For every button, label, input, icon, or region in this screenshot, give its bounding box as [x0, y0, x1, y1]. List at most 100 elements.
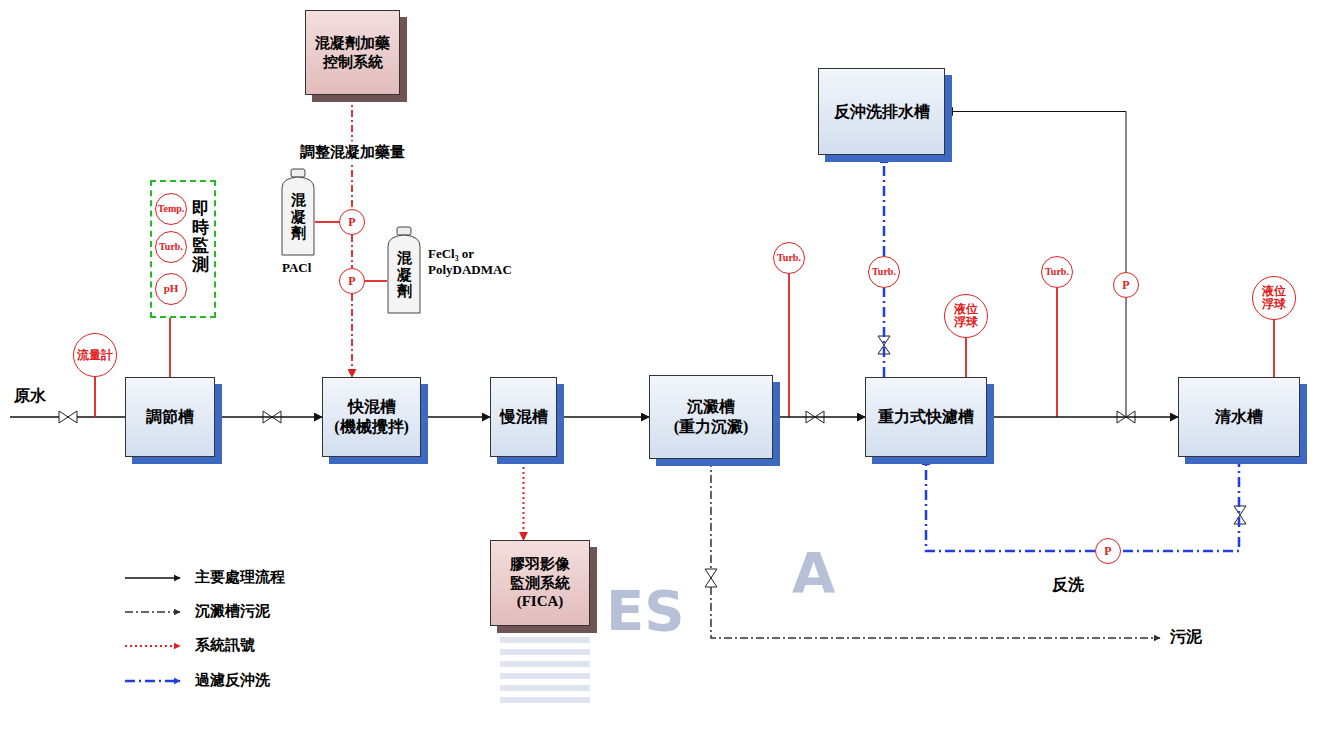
node-label: 重力式快濾槽 — [878, 407, 974, 427]
legend-text: 系統訊號 — [195, 636, 255, 655]
instrument-circle: P — [339, 268, 365, 294]
watermark-text: ES — [606, 578, 685, 643]
instrument-tag: 液位浮球 — [1261, 285, 1287, 310]
tank-cap — [397, 227, 411, 235]
flow-connector — [169, 318, 171, 377]
watermark-stripe — [500, 637, 590, 643]
instrument-tag: Turb. — [159, 242, 183, 253]
flow-connector — [215, 416, 322, 418]
node-label: 混凝劑 — [397, 250, 412, 300]
sensor-stem — [94, 377, 96, 417]
instrument-tag: P — [348, 275, 355, 288]
instrument-circle: Turb. — [773, 242, 805, 274]
flow-connector — [1121, 457, 1239, 551]
node-label: 慢混槽 — [500, 407, 548, 427]
pump-line — [1126, 298, 1127, 417]
instrument-circle: pH — [155, 273, 187, 305]
legend-sample — [125, 577, 180, 579]
watermark-stripe — [500, 685, 590, 691]
process-box: 反沖洗排水槽 — [818, 68, 945, 155]
process-box: 重力式快濾槽 — [865, 377, 987, 457]
flow-connector — [421, 416, 490, 418]
node-label: 清水槽 — [1215, 407, 1263, 427]
system-box: 膠羽影像監測系統 (FICA) — [490, 540, 590, 626]
text-label: 原水 — [14, 386, 46, 407]
valve-symbol — [59, 411, 77, 423]
flow-connector — [1273, 320, 1275, 377]
sludge-line — [711, 459, 1160, 638]
instrument-tag: Temp. — [158, 204, 185, 215]
instrument-tag: Turb. — [872, 267, 896, 278]
flow-connector — [315, 221, 339, 223]
flow-connector — [945, 112, 1126, 273]
process-box: 慢混槽 — [490, 377, 557, 457]
instrument-circle: P — [1095, 538, 1121, 564]
legend-text: 沉澱槽污泥 — [195, 602, 270, 621]
sensor-stem — [1056, 288, 1058, 417]
instrument-tag: 液位浮球 — [953, 303, 979, 328]
watermark-stripe — [500, 649, 590, 655]
instrument-tag: 流量計 — [77, 349, 113, 362]
node-label: 沉澱槽 (重力沉澱) — [656, 397, 766, 437]
instrument-tag: P — [1122, 279, 1129, 292]
instrument-circle: P — [1113, 272, 1139, 298]
legend-sample — [125, 680, 180, 683]
valve-symbol — [705, 569, 717, 587]
tank-cap — [291, 169, 305, 177]
flow-connector — [987, 416, 1178, 418]
node-label: 調節槽 — [146, 407, 194, 427]
node-label: 即時監測 — [192, 200, 209, 275]
node-label: 膠羽影像監測系統 (FICA) — [508, 555, 572, 611]
instrument-circle: 液位浮球 — [944, 294, 988, 338]
legend-text: 主要處理流程 — [195, 568, 285, 587]
process-box: 快混槽 (機械攪拌) — [322, 377, 421, 457]
chemical-tank: 混凝劑 — [281, 168, 315, 256]
instrument-circle: Turb. — [1041, 256, 1073, 288]
process-box: 沉澱槽 (重力沉澱) — [649, 375, 773, 459]
watermark-stripe — [500, 673, 590, 679]
flow-connector — [965, 338, 967, 377]
node-label: 混凝劑 — [291, 192, 306, 242]
flow-connector — [365, 280, 387, 282]
flow-connector — [883, 288, 886, 377]
valve-body — [705, 569, 717, 587]
edge-label: 調整混凝加藥量 — [297, 142, 408, 163]
instrument-circle: Turb. — [868, 256, 900, 288]
text-label: PACl — [282, 260, 311, 276]
process-box: 調節槽 — [125, 377, 215, 457]
node-label: 反沖洗排水槽 — [834, 102, 930, 122]
instrument-circle: 流量計 — [73, 333, 117, 377]
instrument-circle: Temp. — [155, 193, 187, 225]
instrument-tag: pH — [164, 283, 179, 295]
instrument-circle: Turb. — [155, 231, 187, 263]
node-label: 混凝劑加藥控制系統 — [313, 34, 393, 72]
process-box: 清水槽 — [1178, 377, 1300, 457]
legend-sample — [125, 645, 180, 647]
monitor-group: 即時監測 Temp. Turb. pH — [150, 180, 216, 318]
text-label: 污泥 — [1170, 627, 1202, 648]
flow-connector — [557, 416, 649, 418]
valve-body — [59, 411, 77, 423]
flow-connector — [883, 155, 886, 256]
node-label: 快混槽 (機械攪拌) — [329, 397, 414, 437]
legend-sample — [125, 611, 180, 613]
flow-connector — [926, 457, 1095, 551]
system-box: 混凝劑加藥控制系統 — [305, 10, 400, 95]
watermark-text: A — [792, 540, 835, 605]
flow-connector — [773, 416, 865, 418]
flow-connector — [351, 235, 353, 268]
flow-connector — [523, 457, 525, 540]
tank-body — [388, 235, 420, 313]
instrument-tag: P — [348, 216, 355, 229]
instrument-tag: Turb. — [1045, 267, 1069, 278]
text-label: 反洗 — [1052, 575, 1084, 596]
sensor-stem — [788, 274, 790, 417]
instrument-circle: 液位浮球 — [1252, 276, 1296, 320]
flow-connector — [351, 294, 353, 377]
legend-text: 過濾反沖洗 — [195, 671, 270, 690]
instrument-tag: P — [1104, 545, 1111, 558]
text-label: FeCl₃ or PolyDADMAC — [428, 246, 528, 277]
chemical-tank: 混凝劑 — [387, 226, 421, 314]
instrument-circle: P — [339, 209, 365, 235]
